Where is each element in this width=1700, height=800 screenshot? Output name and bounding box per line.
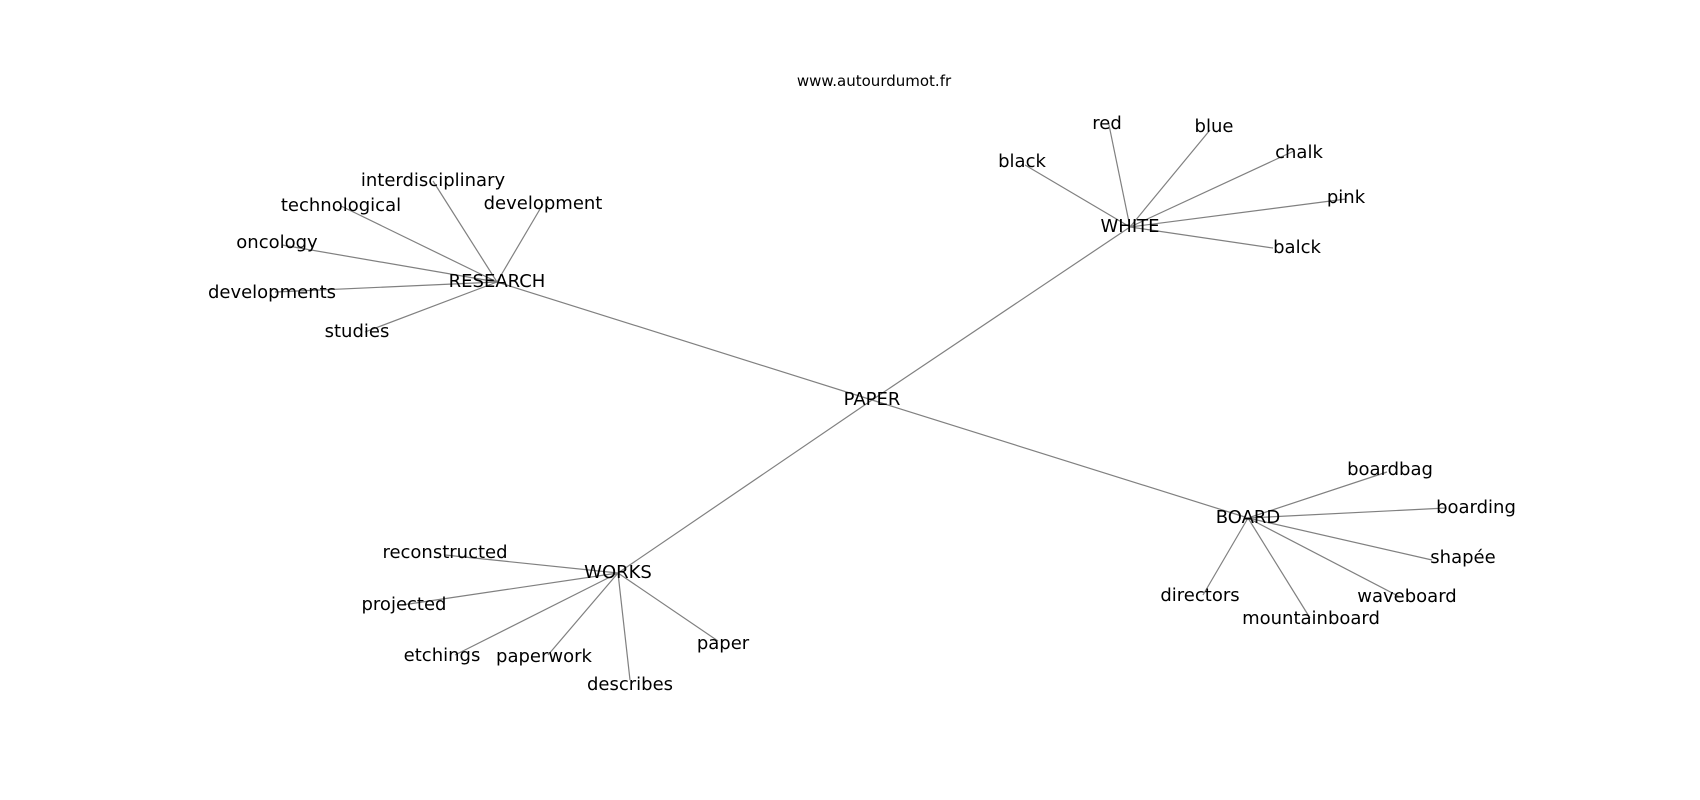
word-node: studies xyxy=(325,321,390,342)
word-node: development xyxy=(484,193,603,214)
hub-node-works: WORKS xyxy=(584,562,652,583)
word-node: mountainboard xyxy=(1242,608,1380,629)
edge-research-2 xyxy=(496,203,544,283)
edge-white-1 xyxy=(1129,129,1211,228)
word-node: pink xyxy=(1327,187,1366,208)
graph-labels: interdisciplinary technological developmen… xyxy=(208,113,1516,695)
word-node: waveboard xyxy=(1357,586,1456,607)
edge-white-2 xyxy=(1024,164,1131,228)
edge-white-3 xyxy=(1129,150,1295,228)
word-node: etchings xyxy=(404,645,481,666)
edge-center-research xyxy=(496,281,873,401)
edge-research-3 xyxy=(281,244,498,283)
word-node: oncology xyxy=(236,232,318,253)
edge-works-2 xyxy=(454,572,619,656)
hub-node-white: WHITE xyxy=(1100,216,1159,237)
word-node: paper xyxy=(697,633,750,654)
edge-research-1 xyxy=(340,205,498,283)
edge-board-0 xyxy=(1247,471,1388,519)
graph-edges xyxy=(274,124,1447,681)
word-node: reconstructed xyxy=(382,542,507,563)
edge-works-1 xyxy=(401,572,619,606)
word-node: directors xyxy=(1160,585,1239,606)
edge-works-3 xyxy=(547,572,619,656)
word-node: paperwork xyxy=(496,646,592,667)
word-node: balck xyxy=(1273,237,1321,258)
edge-works-4 xyxy=(617,572,631,681)
edge-white-4 xyxy=(1129,198,1347,228)
word-node: shapée xyxy=(1430,547,1495,568)
edge-works-0 xyxy=(444,554,619,574)
edge-board-2 xyxy=(1247,517,1433,561)
hub-node-board: BOARD xyxy=(1216,507,1281,528)
edge-center-works xyxy=(617,399,873,574)
hub-node-research: RESEARCH xyxy=(449,271,546,292)
word-node: technological xyxy=(281,195,401,216)
edge-works-5 xyxy=(617,572,719,642)
edge-white-5 xyxy=(1129,226,1274,249)
edge-board-1 xyxy=(1247,507,1447,519)
word-node: blue xyxy=(1195,116,1234,137)
source-watermark: www.autourdumot.fr xyxy=(796,72,952,90)
edge-white-0 xyxy=(1108,124,1131,228)
edge-center-board xyxy=(871,399,1249,519)
edge-board-4 xyxy=(1247,517,1311,619)
edge-research-4 xyxy=(274,281,498,293)
word-node: describes xyxy=(587,674,673,695)
word-node: boarding xyxy=(1436,497,1516,518)
center-node: PAPER xyxy=(844,389,901,410)
edge-board-5 xyxy=(1202,517,1249,596)
edge-center-white xyxy=(871,226,1131,401)
edge-board-3 xyxy=(1247,517,1401,598)
word-node: developments xyxy=(208,282,336,303)
word-node: interdisciplinary xyxy=(361,170,506,191)
edge-research-5 xyxy=(364,281,498,333)
word-node: chalk xyxy=(1275,142,1323,163)
word-node: boardbag xyxy=(1347,459,1433,480)
word-node: black xyxy=(998,151,1046,172)
word-node: projected xyxy=(362,594,447,615)
edge-research-0 xyxy=(432,180,498,283)
word-node: red xyxy=(1092,113,1122,134)
